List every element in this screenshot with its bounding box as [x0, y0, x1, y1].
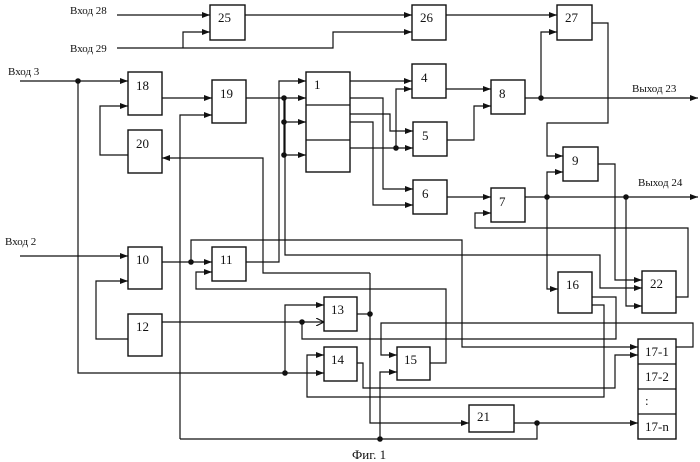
block-label: 20 [136, 136, 149, 151]
block-label: 11 [220, 252, 233, 267]
block-13: 13 [324, 297, 357, 331]
block-18: 18 [128, 72, 162, 115]
block-label: 5 [422, 128, 429, 143]
block-4: 4 [412, 64, 446, 98]
block-22: 22 [642, 271, 676, 313]
block-27: 27 [557, 5, 592, 40]
block-label: 14 [331, 352, 345, 367]
block-9: 9 [563, 147, 598, 181]
block-25: 25 [210, 5, 245, 40]
block-label: 8 [499, 86, 506, 101]
block-17-ellipsis-label: : [645, 393, 649, 408]
block-17-1-label: 17-1 [645, 344, 669, 359]
block-5: 5 [413, 122, 447, 156]
block-label: 13 [331, 302, 344, 317]
connection-lines [20, 15, 698, 439]
block-17-2-label: 17-2 [645, 369, 669, 384]
block-19: 19 [212, 80, 246, 123]
block-20: 20 [128, 130, 162, 173]
block-12: 12 [128, 314, 162, 356]
block-14: 14 [324, 347, 357, 381]
block-label: 4 [421, 70, 428, 85]
block-label: 27 [565, 10, 579, 25]
block-label: 9 [572, 153, 579, 168]
block-11: 11 [212, 247, 246, 281]
block-label: 6 [422, 186, 429, 201]
block-1: 1 [306, 72, 350, 172]
block-label: 12 [136, 319, 149, 334]
block-label: 10 [136, 252, 149, 267]
block-8: 8 [491, 80, 525, 114]
block-label: 19 [220, 86, 233, 101]
block-10: 10 [128, 247, 162, 289]
block-17-stack: 17-1 17-2 : 17-n [638, 339, 676, 439]
block-7: 7 [491, 188, 525, 222]
block-label: 26 [420, 10, 434, 25]
block-label: 15 [404, 352, 417, 367]
block-label: 25 [218, 10, 231, 25]
block-label: 21 [477, 409, 490, 424]
block-21: 21 [469, 405, 514, 432]
input-2-label: Вход 2 [5, 236, 36, 248]
block-label: 16 [566, 277, 580, 292]
input-29-label: Вход 29 [70, 43, 107, 55]
block-17-n-label: 17-n [645, 419, 669, 434]
block-label: 7 [499, 194, 506, 209]
block-15: 15 [397, 347, 430, 380]
block-label: 22 [650, 276, 663, 291]
output-23-label: Выход 23 [632, 83, 677, 95]
output-24-label: Выход 24 [638, 177, 683, 189]
block-label: 1 [314, 77, 321, 92]
block-6: 6 [413, 180, 447, 214]
input-3-label: Вход 3 [8, 66, 40, 78]
block-16: 16 [558, 272, 592, 313]
block-26: 26 [412, 5, 446, 40]
figure-caption: Фиг. 1 [352, 447, 386, 462]
block-label: 18 [136, 78, 149, 93]
input-28-label: Вход 28 [70, 5, 107, 17]
